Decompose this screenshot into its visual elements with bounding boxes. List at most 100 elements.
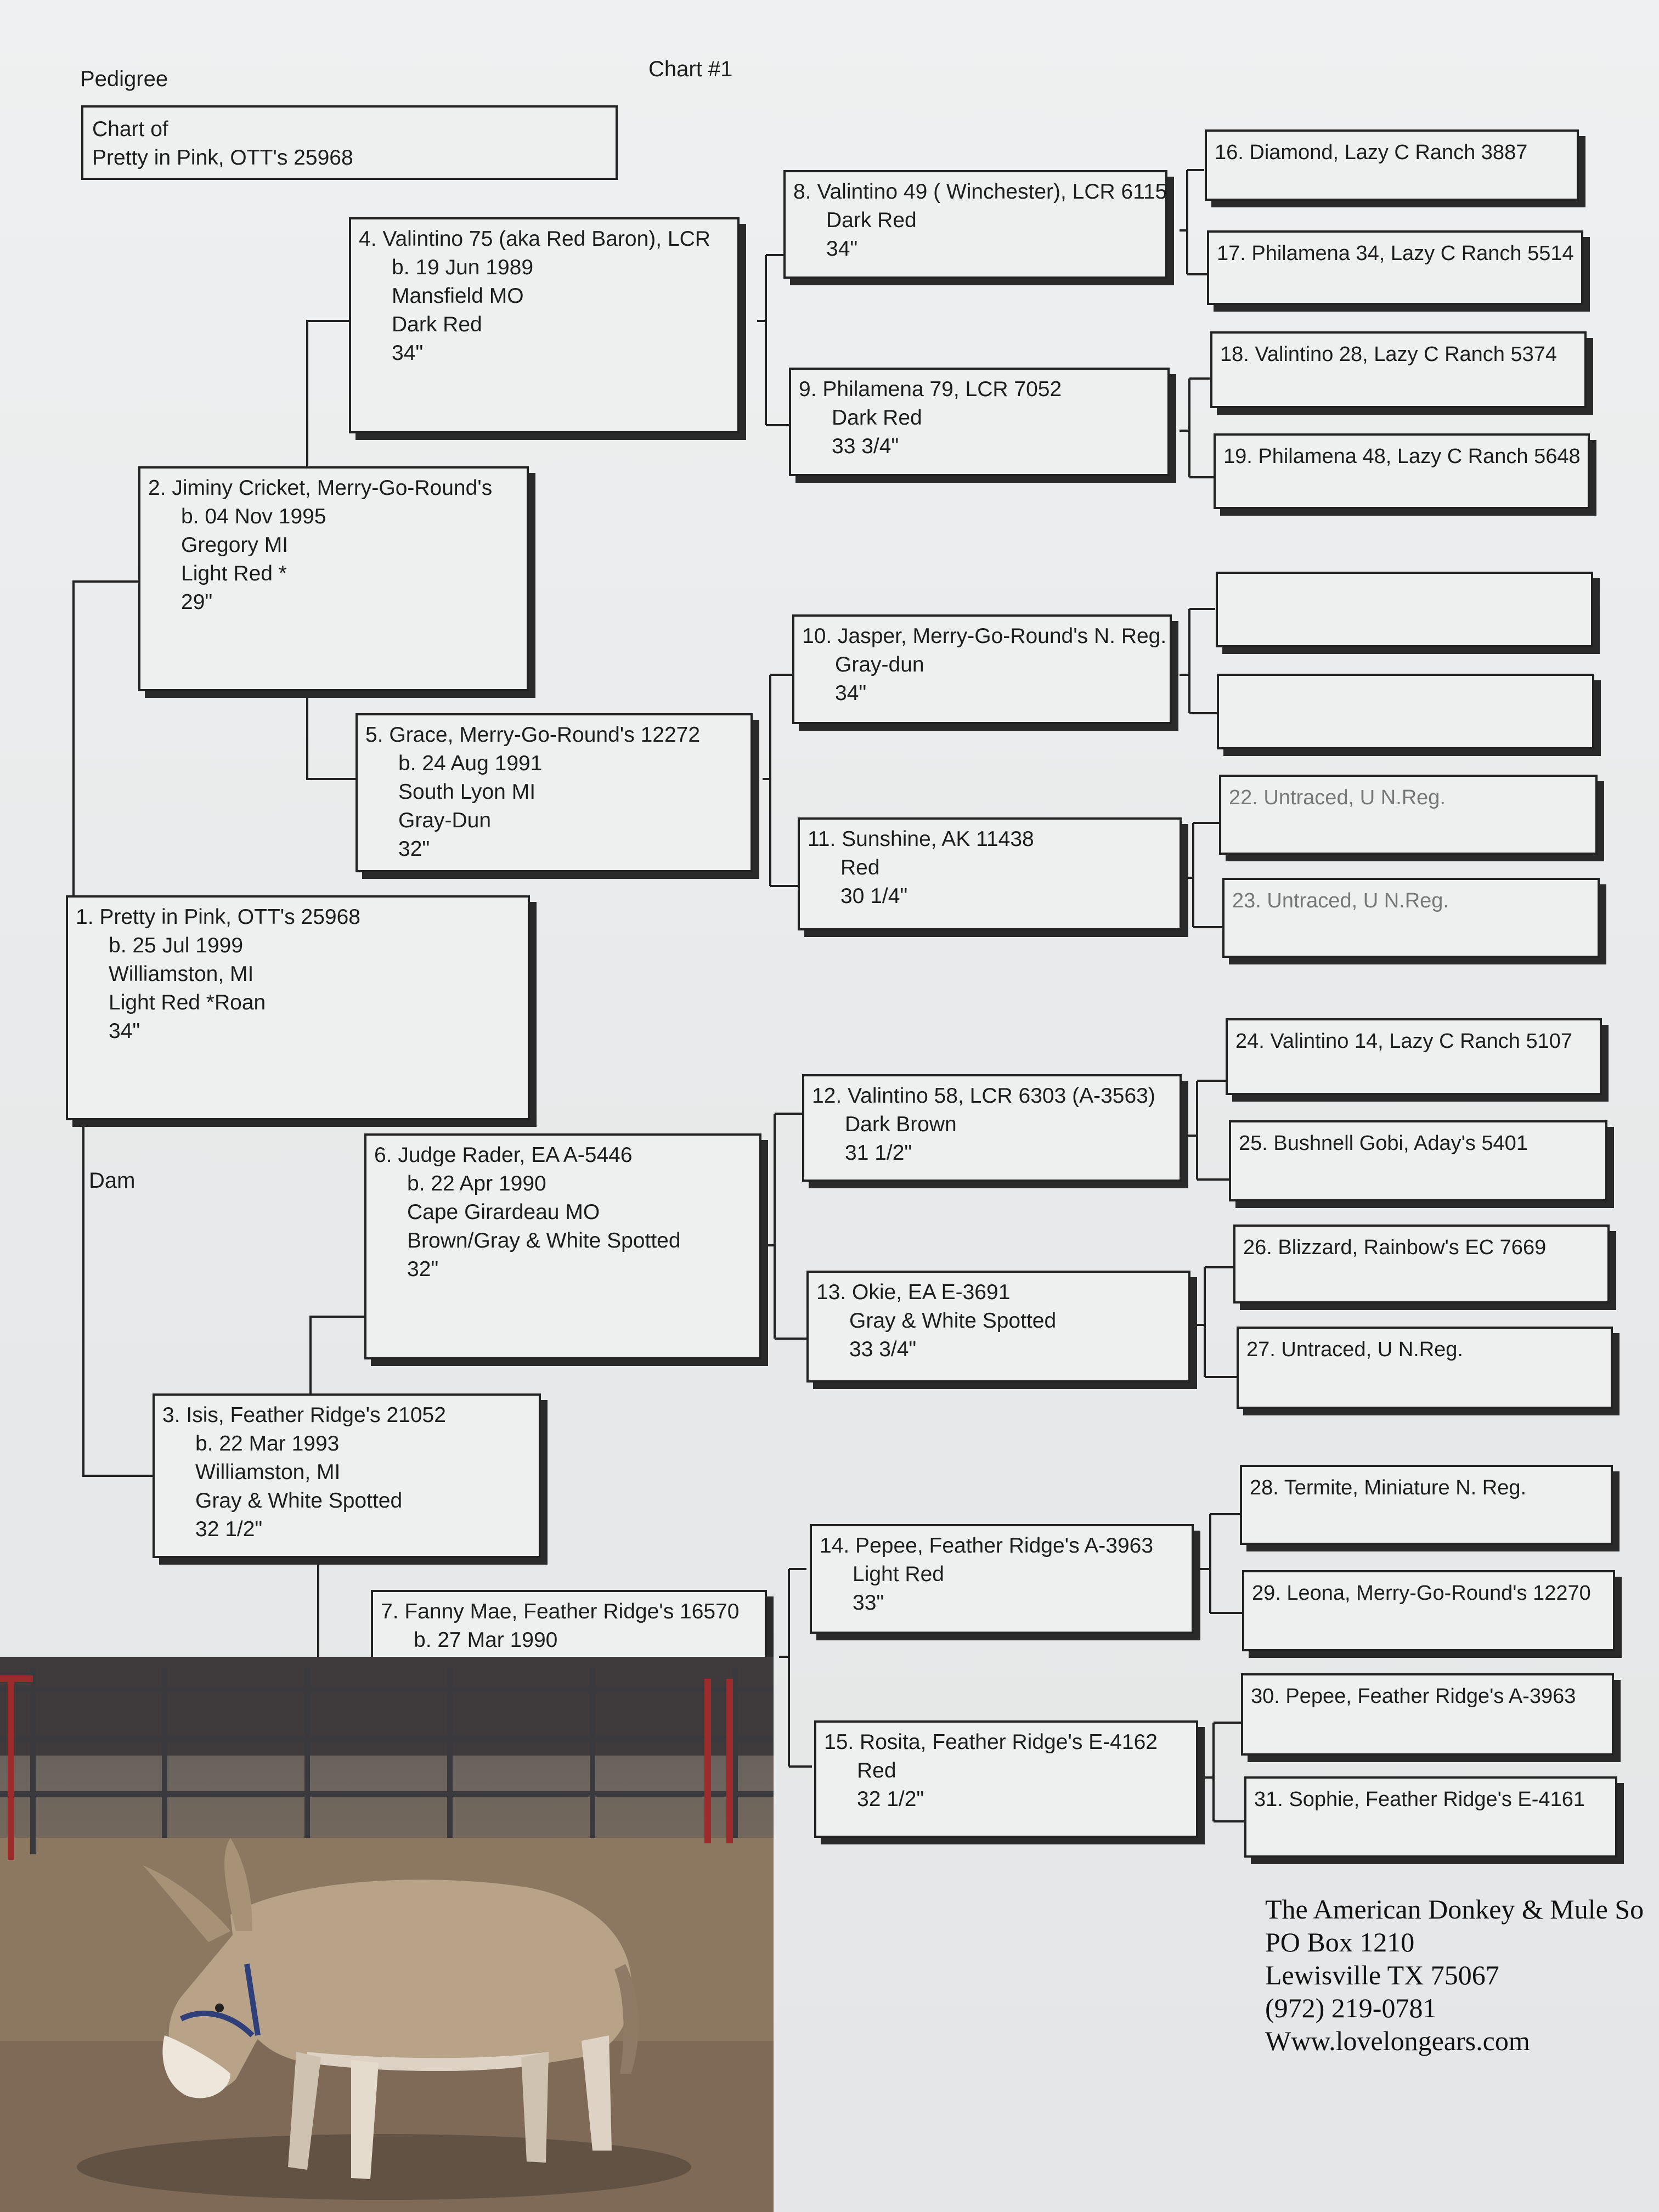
animal-10-box: 10. Jasper, Merry-Go-Round's N. Reg. Gra… <box>792 614 1172 724</box>
animal-11-name: 11. Sunshine, AK 11438 <box>808 827 1034 851</box>
animal-17-box: 17. Philamena 34, Lazy C Ranch 5514 <box>1207 230 1583 305</box>
registry-city: Lewisville TX 75067 <box>1265 1960 1499 1990</box>
chart-of-name: Pretty in Pink, OTT's 25968 <box>92 146 353 170</box>
animal-15-box: 15. Rosita, Feather Ridge's E-4162 Red 3… <box>814 1720 1198 1838</box>
animal-16-box: 16. Diamond, Lazy C Ranch 3887 <box>1205 129 1579 201</box>
animal-8-color: Dark Red <box>826 208 917 232</box>
registry-phone: (972) 219-0781 <box>1265 1993 1437 2023</box>
animal-10-color: Gray-dun <box>835 653 924 676</box>
animal-7-name: 7. Fanny Mae, Feather Ridge's 16570 <box>381 1600 740 1623</box>
registry-website: Www.lovelongears.com <box>1265 2025 1530 2056</box>
animal-13-color: Gray & White Spotted <box>849 1309 1057 1333</box>
animal-8-height: 34" <box>826 237 858 261</box>
animal-23-box: 23. Untraced, U N.Reg. <box>1222 878 1600 958</box>
pedigree-label: Pedigree <box>80 67 168 91</box>
animal-12-height: 31 1/2" <box>845 1141 912 1165</box>
animal-2-name: 2. Jiminy Cricket, Merry-Go-Round's <box>148 476 493 500</box>
donkey-photo <box>0 1657 774 2212</box>
animal-26-box: 26. Blizzard, Rainbow's EC 7669 <box>1233 1224 1610 1304</box>
animal-1-color: Light Red *Roan <box>109 991 266 1014</box>
chart-of-box: Chart of Pretty in Pink, OTT's 25968 <box>81 105 618 180</box>
animal-13-name: 13. Okie, EA E-3691 <box>816 1280 1011 1304</box>
animal-18-box: 18. Valintino 28, Lazy C Ranch 5374 <box>1210 331 1587 408</box>
animal-3-height: 32 1/2" <box>195 1517 263 1541</box>
animal-22-box: 22. Untraced, U N.Reg. <box>1219 775 1598 855</box>
animal-3-name: 3. Isis, Feather Ridge's 21052 <box>162 1403 446 1427</box>
animal-8-name: 8. Valintino 49 ( Winchester), LCR 6115 <box>793 180 1167 204</box>
animal-19-name: 19. Philamena 48, Lazy C Ranch 5648 <box>1223 445 1581 468</box>
animal-4-name: 4. Valintino 75 (aka Red Baron), LCR <box>359 227 710 251</box>
animal-12-name: 12. Valintino 58, LCR 6303 (A-3563) <box>812 1084 1155 1108</box>
animal-29-box: 29. Leona, Merry-Go-Round's 12270 <box>1242 1570 1615 1651</box>
animal-31-name: 31. Sophie, Feather Ridge's E-4161 <box>1254 1788 1585 1811</box>
animal-9-color: Dark Red <box>832 406 922 430</box>
animal-1-born: b. 25 Jul 1999 <box>109 934 244 957</box>
animal-6-box: 6. Judge Rader, EA A-5446 b. 22 Apr 1990… <box>364 1133 761 1359</box>
animal-4-height: 34" <box>392 341 424 365</box>
animal-13-height: 33 3/4" <box>849 1338 917 1361</box>
animal-2-box: 2. Jiminy Cricket, Merry-Go-Round's b. 0… <box>138 466 529 691</box>
animal-2-born: b. 04 Nov 1995 <box>181 505 326 528</box>
animal-5-born: b. 24 Aug 1991 <box>398 752 543 775</box>
animal-21-box <box>1217 674 1594 749</box>
animal-28-name: 28. Termite, Miniature N. Reg. <box>1250 1476 1527 1499</box>
animal-3-color: Gray & White Spotted <box>195 1489 403 1513</box>
animal-12-color: Dark Brown <box>845 1113 957 1136</box>
registry-po-box: PO Box 1210 <box>1265 1927 1415 1957</box>
animal-6-born: b. 22 Apr 1990 <box>407 1172 546 1195</box>
animal-6-place: Cape Girardeau MO <box>407 1200 600 1224</box>
animal-12-box: 12. Valintino 58, LCR 6303 (A-3563) Dark… <box>802 1074 1182 1182</box>
animal-24-box: 24. Valintino 14, Lazy C Ranch 5107 <box>1226 1018 1602 1095</box>
animal-29-name: 29. Leona, Merry-Go-Round's 12270 <box>1252 1582 1591 1605</box>
animal-9-name: 9. Philamena 79, LCR 7052 <box>799 377 1062 401</box>
registry-org: The American Donkey & Mule So <box>1265 1894 1644 1925</box>
animal-18-name: 18. Valintino 28, Lazy C Ranch 5374 <box>1220 343 1558 366</box>
animal-6-color: Brown/Gray & White Spotted <box>407 1229 681 1252</box>
animal-9-height: 33 3/4" <box>832 435 899 458</box>
animal-1-name: 1. Pretty in Pink, OTT's 25968 <box>76 905 360 929</box>
animal-20-box <box>1216 572 1593 647</box>
animal-9-box: 9. Philamena 79, LCR 7052 Dark Red 33 3/… <box>789 368 1170 476</box>
animal-1-height: 34" <box>109 1019 140 1043</box>
animal-5-place: South Lyon MI <box>398 780 536 804</box>
animal-6-height: 32" <box>407 1257 439 1281</box>
animal-24-name: 24. Valintino 14, Lazy C Ranch 5107 <box>1235 1030 1573 1053</box>
animal-27-name: 27. Untraced, U N.Reg. <box>1246 1338 1463 1361</box>
animal-14-height: 33" <box>853 1591 884 1615</box>
dam-label: Dam <box>89 1169 136 1193</box>
animal-11-height: 30 1/4" <box>840 884 908 908</box>
animal-14-name: 14. Pepee, Feather Ridge's A-3963 <box>820 1534 1154 1558</box>
animal-2-color: Light Red * <box>181 562 287 585</box>
animal-4-box: 4. Valintino 75 (aka Red Baron), LCR b. … <box>349 217 740 433</box>
animal-17-name: 17. Philamena 34, Lazy C Ranch 5514 <box>1217 242 1574 265</box>
animal-25-box: 25. Bushnell Gobi, Aday's 5401 <box>1229 1120 1607 1201</box>
animal-5-height: 32" <box>398 837 430 861</box>
animal-7-born: b. 27 Mar 1990 <box>414 1628 558 1652</box>
animal-5-name: 5. Grace, Merry-Go-Round's 12272 <box>365 723 701 747</box>
animal-15-height: 32 1/2" <box>857 1787 924 1811</box>
animal-14-box: 14. Pepee, Feather Ridge's A-3963 Light … <box>810 1524 1194 1634</box>
animal-23-name: 23. Untraced, U N.Reg. <box>1232 889 1449 912</box>
donkey-photo-drawing <box>0 1657 774 2212</box>
animal-6-name: 6. Judge Rader, EA A-5446 <box>374 1143 633 1167</box>
animal-30-name: 30. Pepee, Feather Ridge's A-3963 <box>1251 1685 1576 1708</box>
animal-15-color: Red <box>857 1759 896 1782</box>
animal-14-color: Light Red <box>853 1562 944 1586</box>
animal-4-place: Mansfield MO <box>392 284 524 308</box>
animal-28-box: 28. Termite, Miniature N. Reg. <box>1240 1465 1613 1545</box>
animal-2-height: 29" <box>181 590 213 614</box>
chart-of-label: Chart of <box>92 117 168 141</box>
registry-address: The American Donkey & Mule So PO Box 121… <box>1265 1893 1644 2057</box>
animal-3-place: Williamston, MI <box>195 1460 341 1484</box>
animal-5-color: Gray-Dun <box>398 809 492 832</box>
animal-26-name: 26. Blizzard, Rainbow's EC 7669 <box>1243 1236 1547 1259</box>
animal-13-box: 13. Okie, EA E-3691 Gray & White Spotted… <box>806 1271 1190 1383</box>
animal-8-box: 8. Valintino 49 ( Winchester), LCR 6115 … <box>783 170 1167 279</box>
animal-10-height: 34" <box>835 681 867 705</box>
animal-4-born: b. 19 Jun 1989 <box>392 256 534 279</box>
animal-31-box: 31. Sophie, Feather Ridge's E-4161 <box>1244 1776 1617 1858</box>
animal-16-name: 16. Diamond, Lazy C Ranch 3887 <box>1215 141 1528 164</box>
animal-22-name: 22. Untraced, U N.Reg. <box>1229 786 1446 809</box>
